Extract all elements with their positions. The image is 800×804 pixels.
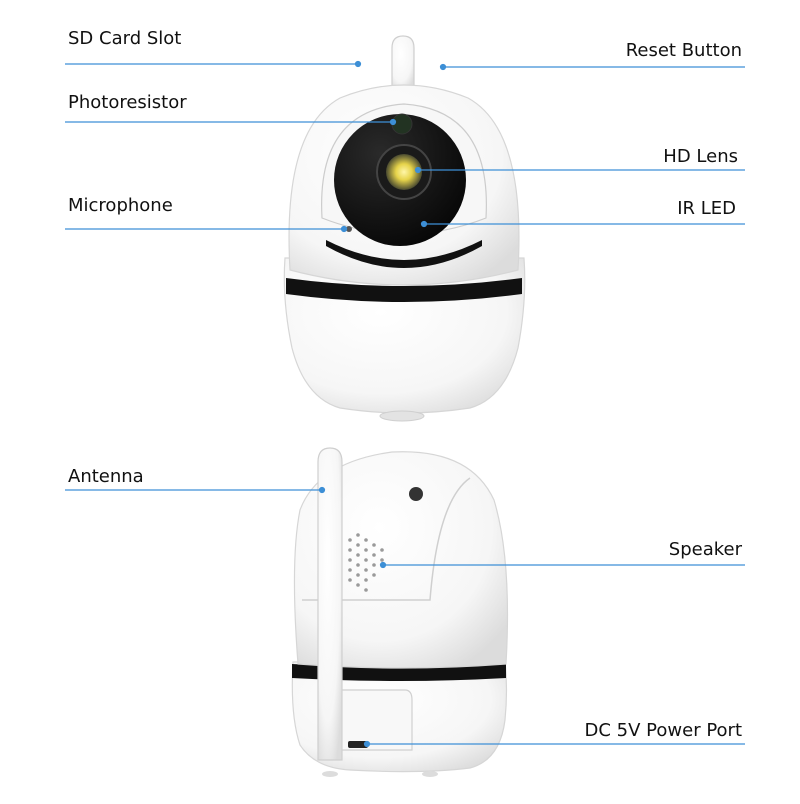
label-dc-power-port: DC 5V Power Port [584,720,742,741]
speaker-hole [356,583,360,587]
side-lower-door [334,689,413,751]
speaker-hole [364,558,368,562]
label-reset-button: Reset Button [625,40,742,61]
speaker-hole [372,573,376,577]
speaker-hole [348,558,352,562]
front-black-band [286,278,522,302]
speaker-hole [372,553,376,557]
dc-power-port [348,741,368,748]
side-camera-head [293,451,509,669]
label-hd-lens: HD Lens [663,146,738,167]
speaker-hole [356,553,360,557]
side-panel-seam [302,477,471,601]
speaker-hole [356,533,360,537]
speaker-grille [348,533,384,592]
speaker-hole [380,548,384,552]
speaker-hole [372,543,376,547]
speaker-hole [380,558,384,562]
hd-lens [386,154,422,190]
speaker-hole [348,578,352,582]
speaker-hole [348,568,352,572]
front-foot [379,410,425,422]
speaker-hole [356,543,360,547]
front-camera [283,35,526,422]
speaker-hole [364,588,368,592]
front-antenna-stub [391,35,415,89]
label-antenna: Antenna [68,466,144,487]
front-smile-band [326,240,482,268]
speaker-hole [364,548,368,552]
leader-lines [65,60,745,748]
microphone-hole [346,226,352,232]
label-sd-card-slot: SD Card Slot [68,28,182,49]
side-foot-left [322,771,338,777]
speaker-hole [372,563,376,567]
label-photoresistor: Photoresistor [68,92,187,113]
speaker-hole [356,563,360,567]
side-antenna [317,447,343,761]
speaker-hole [348,548,352,552]
speaker-hole [364,538,368,542]
side-reset-hole [409,487,423,501]
label-speaker: Speaker [668,539,742,560]
speaker-hole [364,568,368,572]
label-ir-led: IR LED [677,198,736,219]
speaker-hole [348,538,352,542]
side-foot-right [422,771,438,777]
speaker-hole [356,573,360,577]
side-camera [291,447,509,777]
label-microphone: Microphone [68,195,173,216]
speaker-hole [364,578,368,582]
side-black-band [292,664,506,681]
